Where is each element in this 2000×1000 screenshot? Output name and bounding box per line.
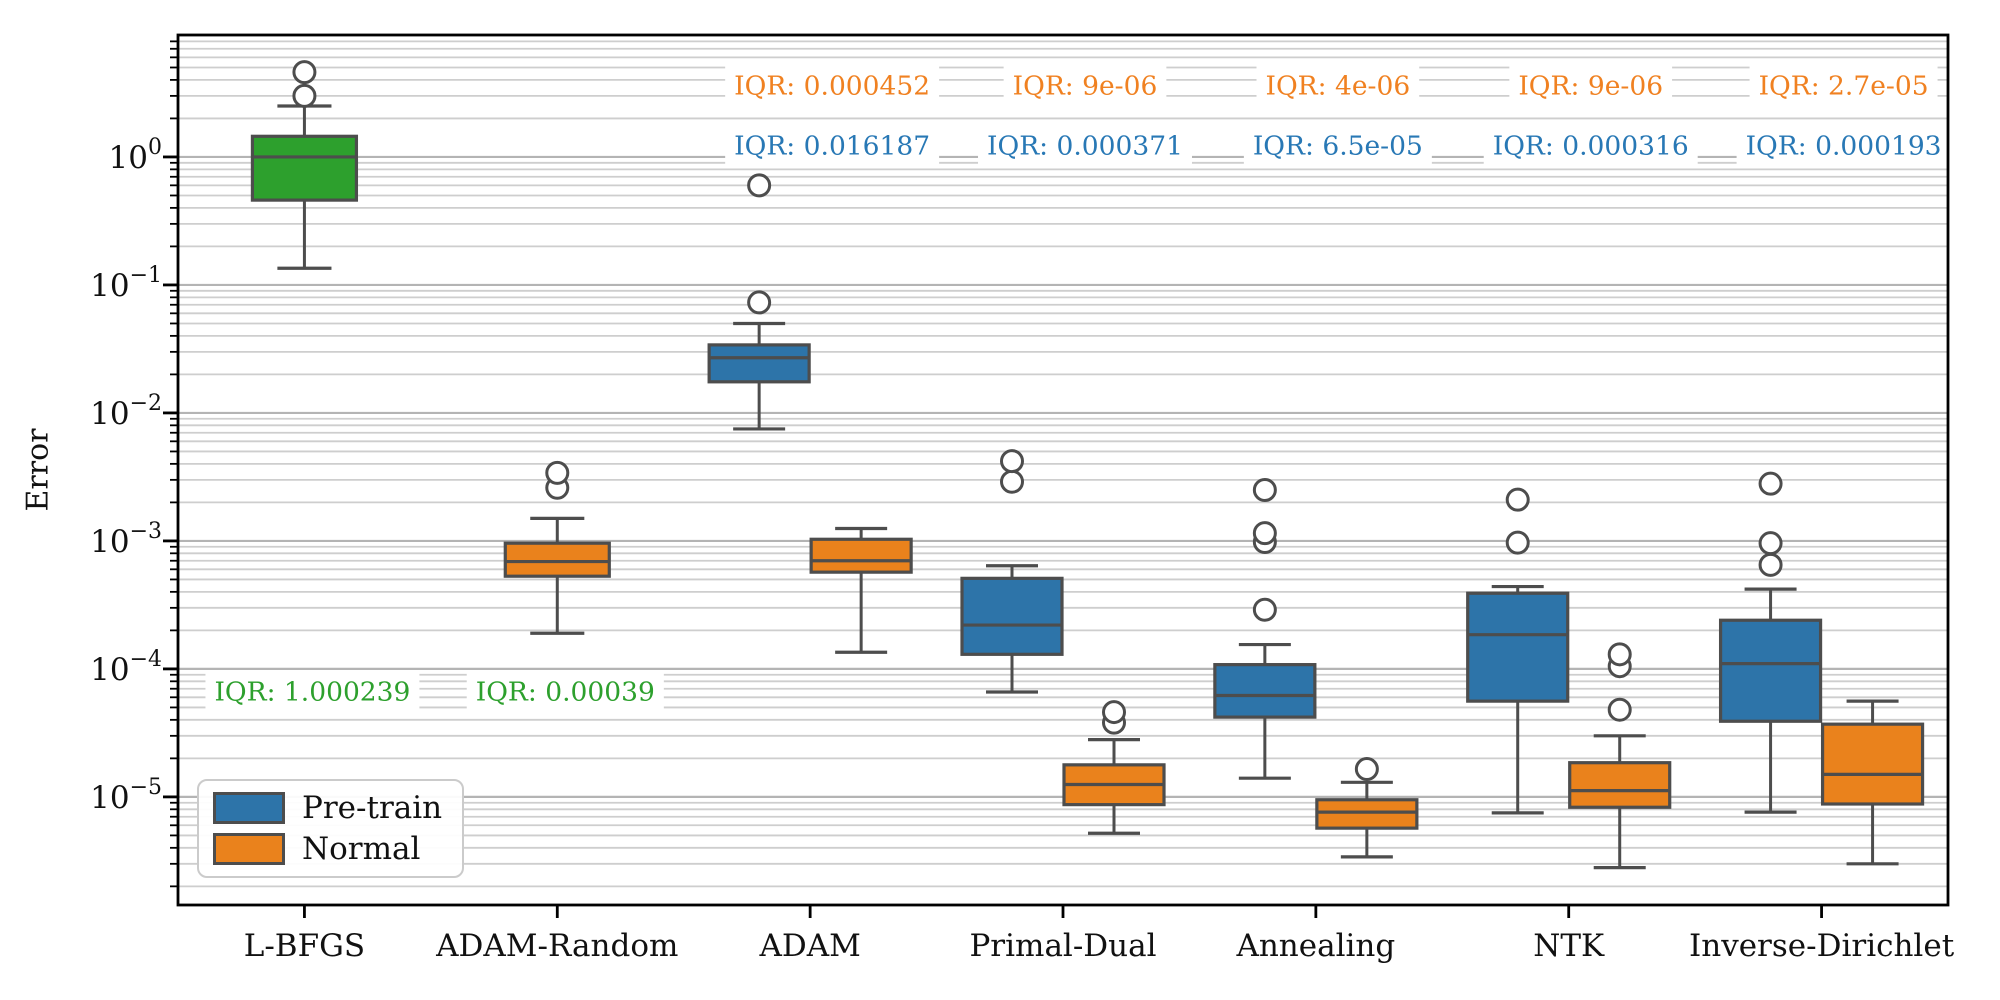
outlier-marker — [545, 460, 570, 485]
y-tick-label: 10−3 — [90, 519, 162, 560]
iqr-annotation-NTK: IQR: 9e-06 — [1518, 71, 1663, 102]
outlier-marker — [1252, 477, 1277, 502]
x-tick-label-Annealing: Annealing — [1235, 928, 1395, 964]
iqr-annotation-ADAM: IQR: 0.016187 — [734, 131, 930, 162]
iqr-annotation-Inverse-Dirichlet: IQR: 0.000193 — [1746, 131, 1942, 162]
outlier-marker — [1252, 521, 1277, 546]
iqr-box — [503, 541, 611, 578]
iqr-annotation-Annealing: IQR: 4e-06 — [1265, 71, 1410, 102]
annotation-bg — [725, 125, 940, 167]
legend-swatch-pretrain — [213, 792, 285, 824]
iqr-annotation-Primal-Dual: IQR: 9e-06 — [1013, 71, 1158, 102]
x-tick-label-Inverse-Dirichlet: Inverse-Dirichlet — [1689, 928, 1955, 964]
iqr-box — [1213, 663, 1317, 719]
outlier-marker — [1758, 552, 1783, 577]
x-tick-label-L-BFGS: L-BFGS — [244, 928, 365, 964]
legend-swatch-normal — [213, 833, 285, 865]
legend-label-normal: Normal — [302, 830, 421, 867]
y-tick-label: 10−4 — [90, 647, 162, 688]
x-tick-label-ADAM-Random: ADAM-Random — [435, 928, 678, 964]
legend-item-normal: Normal — [213, 833, 442, 865]
iqr-box — [1315, 798, 1419, 830]
y-tick-label: 10−1 — [90, 263, 162, 304]
annotation-bg — [1243, 125, 1432, 167]
box-Primal-Dual-Pre-train — [960, 449, 1064, 694]
iqr-annotation-ADAM-Random: IQR: 0.00039 — [476, 677, 655, 708]
annotation-bg — [1749, 65, 1938, 107]
iqr-box — [1466, 591, 1570, 703]
iqr-annotation-ADAM: IQR: 0.000452 — [734, 71, 930, 102]
box-ADAM-Random-single — [503, 460, 611, 635]
annotation-bg — [978, 125, 1192, 167]
outlier-marker — [1000, 469, 1024, 494]
y-tick-label: 10−2 — [90, 391, 162, 432]
outlier-marker — [1252, 597, 1277, 622]
box-Annealing-Pre-train — [1213, 477, 1317, 780]
box-L-BFGS-single — [250, 60, 359, 270]
annotation-bg — [725, 65, 940, 107]
outlier-marker — [1354, 757, 1379, 782]
annotation-bg — [1736, 125, 1951, 167]
box-series — [250, 60, 1925, 870]
iqr-box — [1718, 618, 1823, 723]
annotation-bg — [1483, 125, 1698, 167]
box-Inverse-Dirichlet-Pre-train — [1718, 471, 1823, 814]
gridlines — [178, 40, 1948, 888]
iqr-box — [960, 576, 1064, 656]
annotation-bg — [466, 671, 664, 713]
y-axis-label: Error — [20, 428, 56, 512]
outlier-marker — [1607, 697, 1632, 722]
outlier-marker — [1607, 642, 1632, 667]
iqr-box — [809, 537, 913, 574]
outlier-marker — [292, 60, 317, 85]
annotation-bg — [205, 671, 420, 713]
x-tick-label-Primal-Dual: Primal-Dual — [969, 928, 1156, 964]
iqr-box — [707, 343, 811, 384]
outlier-marker — [292, 83, 317, 108]
legend-label-pretrain: Pre-train — [302, 789, 443, 826]
legend: Pre-train Normal — [197, 779, 465, 878]
outlier-marker — [1000, 449, 1024, 474]
box-Primal-Dual-Normal — [1062, 700, 1166, 835]
outlier-marker — [1758, 471, 1783, 496]
iqr-annotation-Inverse-Dirichlet: IQR: 2.7e-05 — [1759, 71, 1929, 102]
iqr-annotation-L-BFGS: IQR: 1.000239 — [214, 677, 410, 708]
iqr-annotation-NTK: IQR: 0.000316 — [1493, 131, 1689, 162]
iqr-box — [250, 134, 359, 202]
outlier-marker — [1102, 700, 1126, 725]
outlier-marker — [1505, 530, 1530, 555]
legend-item-pretrain: Pre-train — [213, 792, 442, 824]
x-tick-label-NTK: NTK — [1533, 928, 1605, 964]
box-Inverse-Dirichlet-Normal — [1820, 699, 1925, 866]
box-NTK-Pre-train — [1466, 487, 1570, 815]
outlier-marker — [1758, 531, 1783, 556]
box-NTK-Normal — [1568, 642, 1672, 870]
annotation-bg — [1256, 65, 1420, 107]
outlier-marker — [747, 173, 772, 198]
iqr-annotation-Primal-Dual: IQR: 0.000371 — [987, 131, 1183, 162]
annotation-bg — [1003, 65, 1167, 107]
annotation-bg — [1509, 65, 1673, 107]
iqr-box — [1820, 722, 1925, 806]
outlier-marker — [747, 290, 772, 315]
box-ADAM-Normal — [809, 526, 913, 654]
box-Annealing-Normal — [1315, 757, 1419, 859]
y-tick-label: 100 — [109, 135, 162, 176]
box-ADAM-Pre-train — [707, 173, 811, 431]
iqr-annotation-Annealing: IQR: 6.5e-05 — [1253, 131, 1423, 162]
outlier-marker — [1505, 487, 1530, 512]
y-tick-label: 10−5 — [90, 775, 162, 816]
iqr-box — [1568, 761, 1672, 809]
x-tick-label-ADAM: ADAM — [758, 928, 860, 964]
